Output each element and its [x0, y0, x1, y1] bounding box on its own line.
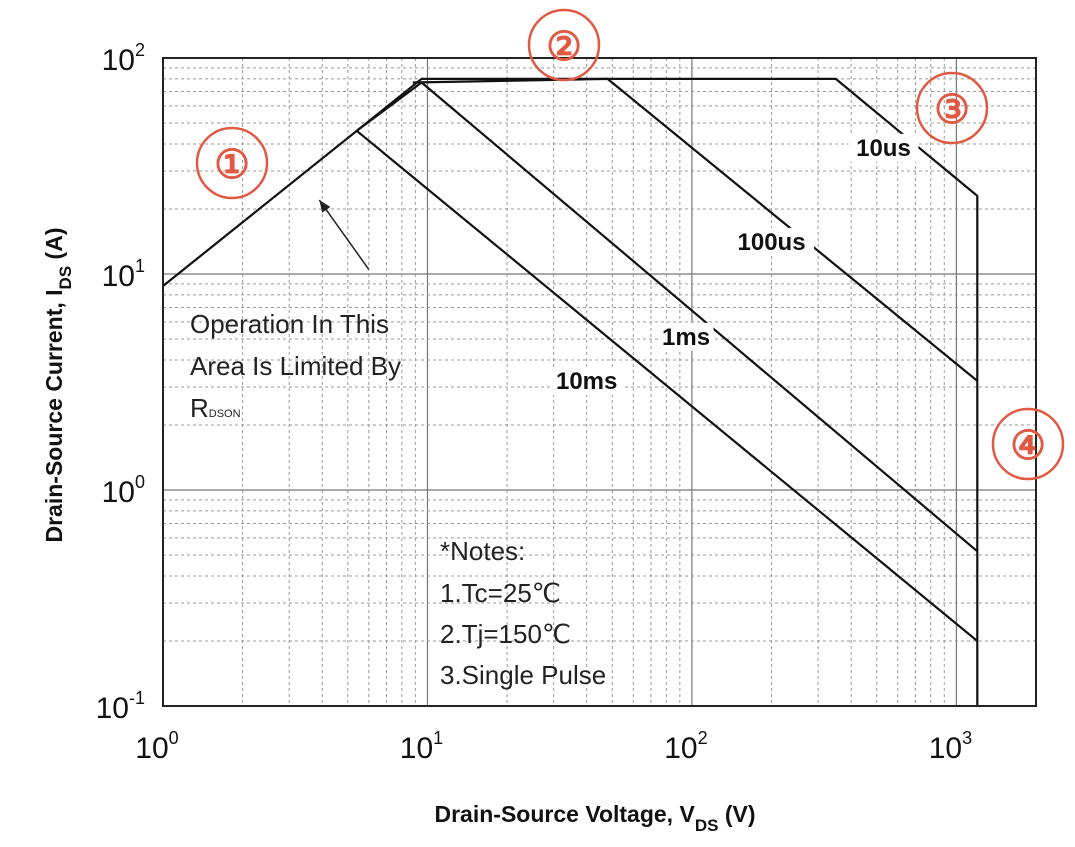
marker-3: ③ [915, 71, 989, 145]
x-tick-label: 103 [929, 728, 972, 765]
curve-label-bg [729, 227, 815, 256]
marker-2-text: ② [546, 23, 582, 70]
notes-block: *Notes: 1.Tc=25℃ 2.Tj=150℃ 3.Single Puls… [440, 536, 606, 690]
x-tick-label: 101 [400, 728, 443, 765]
curve-label-bg [658, 322, 714, 351]
notes-title: *Notes: [440, 536, 525, 566]
marker-2: ② [527, 8, 601, 82]
soa-curve-10ms [356, 129, 978, 642]
curve-label-1ms: 1ms [662, 324, 710, 351]
curve-label-100us: 100us [738, 229, 806, 256]
rdson-line-1: Operation In This [190, 309, 389, 339]
soa-curve-10us [162, 77, 979, 706]
x-axis-title-sub: DS [695, 816, 719, 835]
note-tc: 1.Tc=25℃ [440, 578, 561, 608]
rdson-arrow [318, 199, 370, 270]
y-tick-label: 100 [102, 472, 145, 509]
soa-curve-1ms [356, 81, 979, 553]
note-tj: 2.Tj=150℃ [440, 619, 571, 649]
curve-label-10us: 10us [856, 135, 911, 162]
curve-label-bg [551, 366, 622, 395]
rdson-note: Operation In This Area Is Limited By RDS… [190, 309, 401, 423]
x-axis-title-main: Drain-Source Voltage, V [435, 801, 696, 827]
y-tick-label: 10-1 [96, 688, 145, 725]
rdson-symbol: RDSON [190, 393, 241, 423]
y-axis-title-main: Drain-Source Current, I [41, 289, 67, 542]
plot-frame [162, 57, 1037, 707]
curves [162, 77, 979, 706]
rdson-sub: DSON [209, 408, 241, 420]
marker-4-text: ④ [1010, 422, 1046, 469]
x-axis-title: Drain-Source Voltage, VDS (V) [435, 801, 756, 835]
rdson-line-2: Area Is Limited By [190, 351, 401, 381]
marker-3-text: ③ [934, 86, 970, 133]
marker-1-text: ① [214, 141, 250, 188]
rdson-r: R [190, 393, 209, 423]
marker-4: ④ [991, 407, 1065, 481]
y-tick-label: 102 [102, 40, 145, 77]
curve-label-10ms: 10ms [556, 368, 617, 395]
marker-1: ① [195, 126, 269, 200]
y-axis-title-unit: (A) [41, 228, 67, 266]
note-pulse: 3.Single Pulse [440, 660, 606, 690]
soa-curve-100us [412, 77, 978, 382]
x-tick-label: 100 [135, 728, 178, 765]
x-tick-label: 102 [664, 728, 707, 765]
curve-labels: 10us 100us 1ms 10ms [551, 133, 919, 395]
x-axis-title-unit: (V) [718, 801, 755, 827]
y-tick-label: 101 [102, 256, 145, 293]
y-axis-title-sub: DS [56, 266, 75, 290]
y-axis-title: Drain-Source Current, IDS (A) [41, 228, 75, 543]
curve-label-bg [848, 133, 919, 162]
